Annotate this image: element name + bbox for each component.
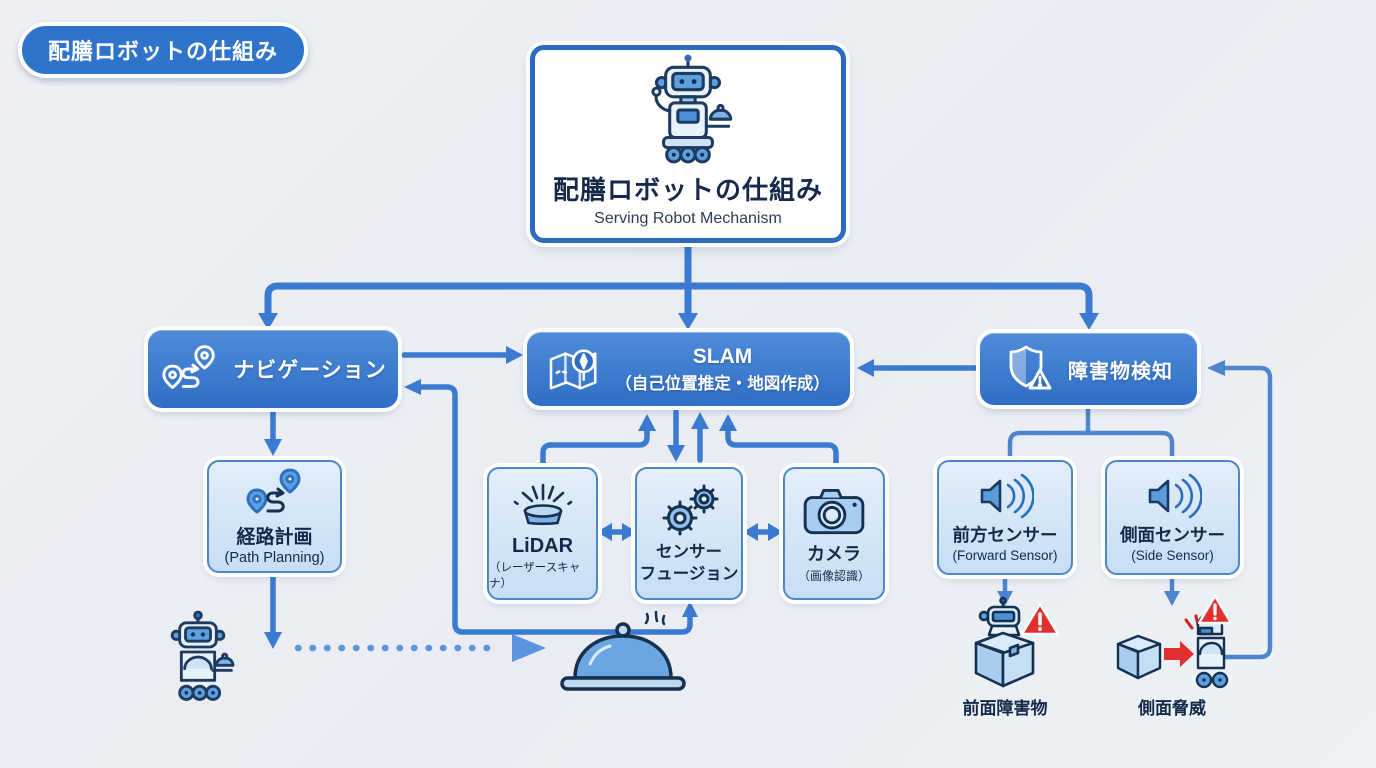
ultrasonic-sensor-icon bbox=[1148, 473, 1202, 518]
node-forward-subtitle: (Forward Sensor) bbox=[952, 547, 1058, 563]
node-fusion-line2: フュージョン bbox=[639, 564, 739, 583]
title-badge: 配膳ロボットの仕組み bbox=[18, 22, 309, 78]
dish-cloche-illustration bbox=[552, 608, 694, 709]
arrowhead-slam-fusion-down bbox=[667, 445, 685, 462]
node-lidar-title: LiDAR bbox=[511, 534, 574, 557]
box-hitting-robot-icon bbox=[1116, 594, 1233, 689]
node-fusion-line1: センサー bbox=[655, 543, 722, 562]
node-fusion-label: センサーフュージョン bbox=[640, 542, 739, 585]
node-camera-subtitle: （画像認識） bbox=[797, 568, 870, 583]
node-camera-title: カメラ bbox=[807, 543, 861, 564]
node-forward-title: 前方センサー bbox=[952, 524, 1058, 545]
arrowhead-side-down bbox=[1164, 591, 1180, 606]
serving-robot-icon bbox=[651, 54, 733, 164]
wire-lidar-to-slam bbox=[540, 427, 650, 467]
node-slam-title: SLAM bbox=[692, 344, 753, 368]
arrowhead-obstacle-slam bbox=[857, 359, 874, 377]
arrowhead-fusion-slam-up bbox=[691, 412, 709, 429]
node-obstacle-label: 障害物検知 bbox=[1068, 360, 1173, 383]
route-icon bbox=[162, 345, 215, 389]
node-navigation-label: ナビゲーション bbox=[233, 359, 387, 382]
trunk-bar bbox=[264, 282, 1093, 320]
shield-alert-icon bbox=[1009, 345, 1052, 390]
node-slam: SLAM （自己位置推定・地図作成） bbox=[527, 332, 850, 406]
robot-facing-box-icon bbox=[974, 596, 1060, 688]
serving-robot-small-icon bbox=[170, 610, 235, 701]
node-sensor-fusion: センサーフュージョン bbox=[635, 467, 743, 600]
root-title: 配膳ロボットの仕組み bbox=[552, 175, 823, 205]
node-side-sensor: 側面センサー (Side Sensor) bbox=[1105, 460, 1240, 575]
caption-front-obstacle: 前面障害物 bbox=[962, 699, 1048, 718]
arrowhead-path-floor bbox=[264, 632, 282, 649]
arrowhead-fusion-lidar bbox=[597, 523, 612, 541]
wire-camera-to-slam bbox=[725, 427, 839, 467]
root-subtitle: Serving Robot Mechanism bbox=[594, 210, 782, 227]
node-lidar-subtitle: （レーザースキャナ） bbox=[489, 561, 581, 590]
camera-icon bbox=[803, 488, 865, 534]
side-threat-illustration bbox=[1114, 592, 1234, 701]
lidar-scanner-icon bbox=[513, 483, 572, 525]
arrow-to-navigation bbox=[258, 313, 278, 330]
arrowhead-loop-fusion bbox=[682, 601, 698, 617]
arrow-to-slam bbox=[678, 313, 698, 330]
arrowhead-lidar-fusion bbox=[622, 523, 637, 541]
route-icon bbox=[246, 468, 300, 514]
wire-fusion-nav-loop bbox=[417, 384, 693, 635]
arrowhead-nav-slam bbox=[506, 346, 523, 364]
arrowhead-nav-path bbox=[264, 439, 282, 456]
arrowhead-fusion-camera bbox=[768, 523, 783, 541]
node-path-subtitle: (Path Planning) bbox=[224, 550, 325, 566]
gears-icon bbox=[662, 484, 719, 536]
front-obstacle-illustration bbox=[948, 596, 1066, 701]
wire-obstacle-split-bar bbox=[1007, 430, 1175, 462]
wire-side-threat-loop bbox=[1211, 365, 1273, 660]
ultrasonic-sensor-icon bbox=[980, 473, 1034, 518]
arrowhead-threat-obstacle bbox=[1207, 360, 1225, 376]
node-forward-sensor: 前方センサー (Forward Sensor) bbox=[937, 460, 1073, 575]
root-node: 配膳ロボットの仕組み Serving Robot Mechanism bbox=[530, 45, 846, 243]
node-path-title: 経路計画 bbox=[236, 527, 313, 548]
arrowhead-robot-dish bbox=[512, 634, 546, 662]
cloche-icon bbox=[560, 610, 686, 691]
arrow-to-obstacle bbox=[1079, 313, 1099, 330]
caption-side-threat: 側面脅威 bbox=[1138, 699, 1206, 718]
map-compass-icon bbox=[550, 349, 597, 390]
impact-arrow bbox=[1164, 641, 1194, 667]
serving-robot-illustration bbox=[148, 608, 248, 711]
arrowhead-loop-nav bbox=[404, 379, 421, 395]
node-side-subtitle: (Side Sensor) bbox=[1131, 547, 1214, 563]
title-badge-label: 配膳ロボットの仕組み bbox=[48, 39, 279, 64]
arrowhead-lidar-slam bbox=[638, 414, 656, 431]
arrowhead-camera-slam bbox=[719, 414, 737, 431]
node-slam-subtitle: （自己位置推定・地図作成） bbox=[615, 374, 830, 393]
node-obstacle-detection: 障害物検知 bbox=[980, 333, 1197, 405]
node-navigation: ナビゲーション bbox=[148, 330, 398, 408]
arrowhead-camera-fusion bbox=[743, 523, 758, 541]
node-lidar: LiDAR （レーザースキャナ） bbox=[487, 467, 598, 600]
node-camera: カメラ （画像認識） bbox=[783, 467, 885, 600]
node-side-title: 側面センサー bbox=[1120, 524, 1225, 545]
node-path-planning: 経路計画 (Path Planning) bbox=[207, 460, 342, 573]
